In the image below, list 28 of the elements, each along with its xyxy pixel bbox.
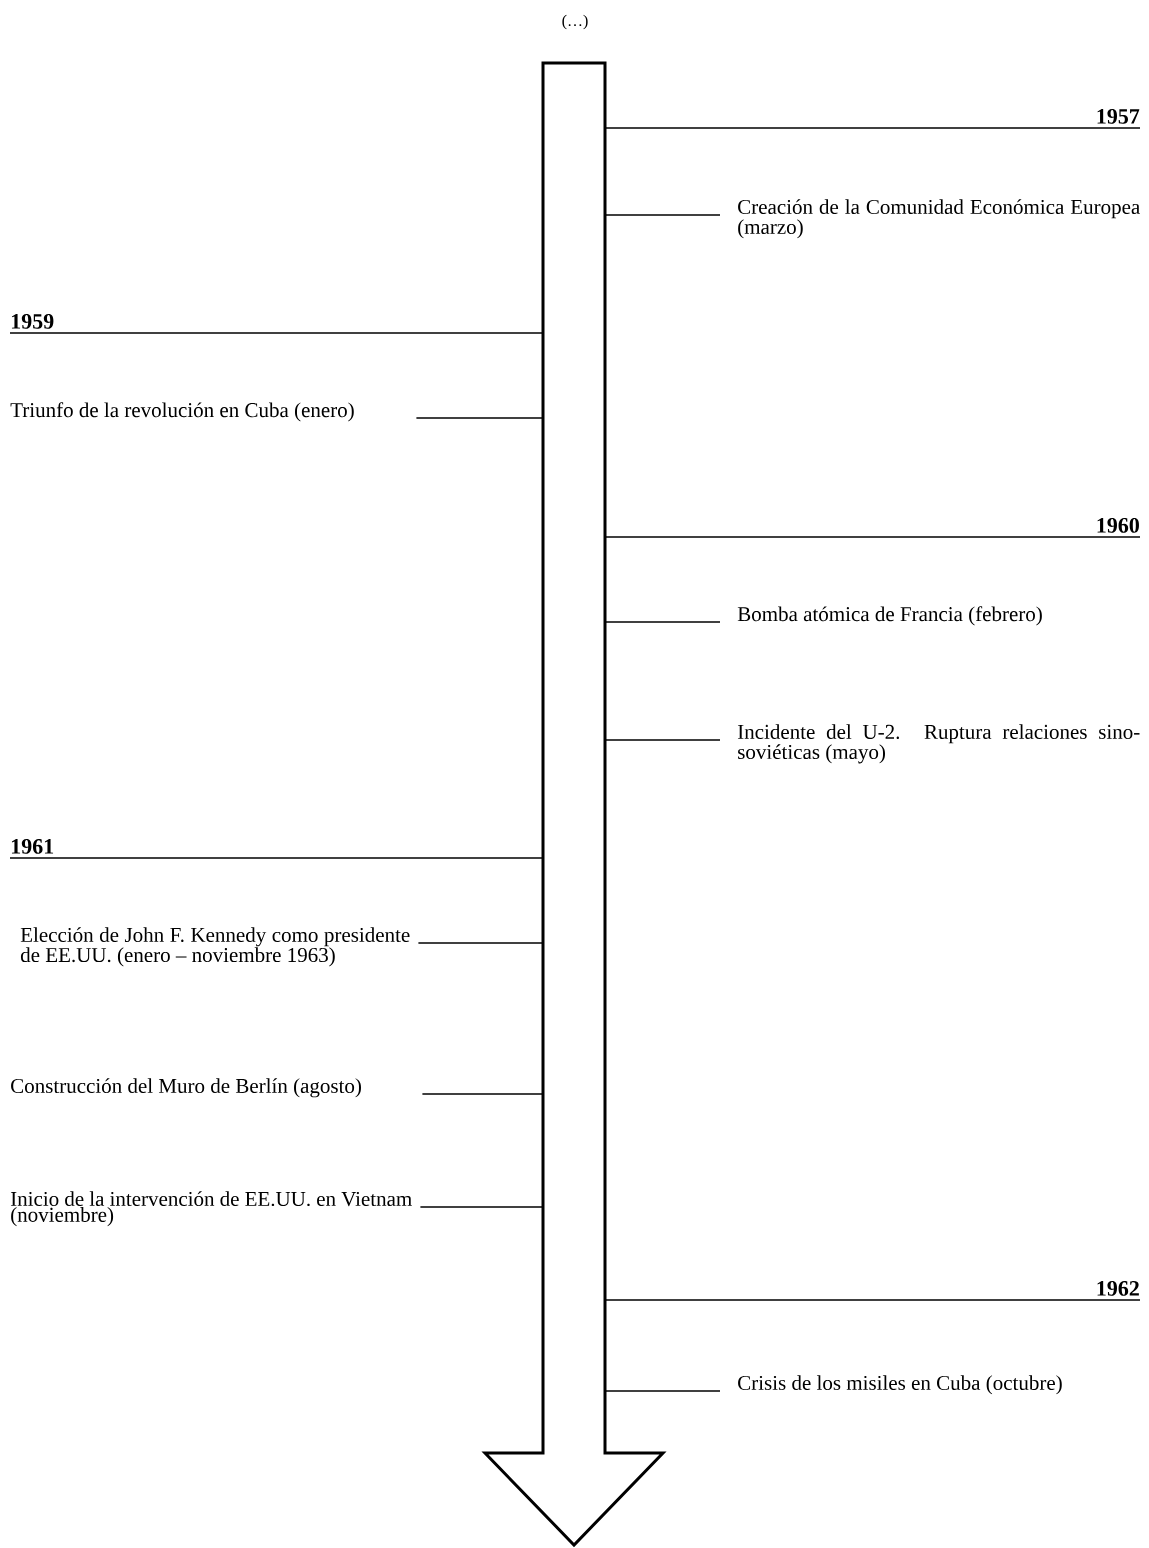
year-label: 1959 [11, 314, 54, 329]
year-rule [604, 1299, 1141, 1301]
leader-line [604, 739, 721, 741]
event-text: Creación de la Comunidad Económica Europea (marzo) [738, 199, 1140, 239]
year-label: 1960 [1097, 517, 1139, 533]
leader-line [604, 621, 721, 623]
year-label: 1961 [11, 839, 54, 854]
event-text: Construcción del Muro de Berlín (agosto) [11, 1078, 361, 1098]
event-text: Triunfo de la revolución en Cuba (enero) [10, 402, 354, 422]
leader-line [415, 417, 544, 419]
year-label: 1962 [1097, 1281, 1139, 1296]
year-rule [604, 536, 1141, 538]
event-text: Crisis de los misiles en Cuba (octubre) [738, 1375, 1062, 1395]
event-text: Inicio de la intervención de EE.UU. en Vietnam (noviembre) [10, 1191, 412, 1227]
year-rule [604, 127, 1141, 129]
leader-line [604, 214, 721, 216]
timeline-arrow [481, 61, 667, 1548]
leader-line [419, 1206, 544, 1208]
event-text: Elección de John F. Kennedy como presidente de EE.UU. (enero – noviembre 1963) [20, 927, 410, 967]
year-label: 1957 [1097, 109, 1140, 124]
leader-line [421, 1093, 544, 1095]
event-text: Bomba atómica de Francia (febrero) [737, 606, 1042, 626]
year-rule [9, 332, 544, 334]
ellipsis-label: (…) [562, 14, 588, 30]
leader-line [604, 1390, 721, 1392]
leader-line [417, 942, 544, 944]
event-text: Incidente del U-2. Ruptura relaciones sino-soviéticas (mayo) [737, 724, 1140, 764]
year-rule [9, 857, 544, 859]
